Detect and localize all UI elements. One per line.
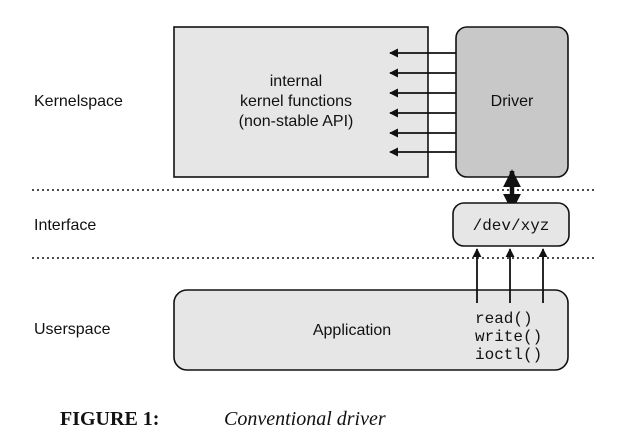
kernel-functions-line-1: internal <box>270 73 322 90</box>
syscall-arrows <box>472 248 548 303</box>
layer-label-kernelspace: Kernelspace <box>34 93 123 110</box>
figure-caption-label: FIGURE 1: <box>60 408 159 430</box>
layer-label-interface: Interface <box>34 217 96 234</box>
figure-caption-text: Conventional driver <box>224 408 386 430</box>
kernel-functions-line-3: (non-stable API) <box>239 113 354 130</box>
kernel-functions-line-2: kernel functions <box>240 93 352 110</box>
syscall-ioctl: ioctl() <box>475 346 542 364</box>
syscall-write: write() <box>475 328 542 346</box>
syscall-read: read() <box>475 310 533 328</box>
driver-label: Driver <box>491 93 534 110</box>
dev-node-label: /dev/xyz <box>473 217 550 235</box>
kernel-functions-box <box>173 26 429 178</box>
driver-to-kernel-arrows <box>389 48 456 157</box>
dev-node-box <box>452 202 570 247</box>
layer-label-userspace: Userspace <box>34 321 111 338</box>
application-label: Application <box>313 322 391 339</box>
application-box <box>173 289 569 371</box>
